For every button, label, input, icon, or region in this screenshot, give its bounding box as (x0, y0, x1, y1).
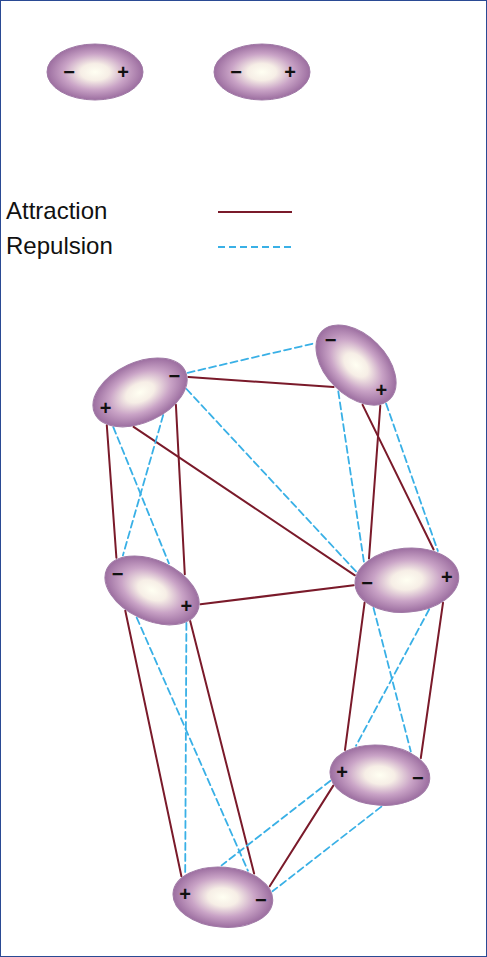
charge-sign: + (376, 380, 388, 400)
repulsion-line (273, 807, 382, 892)
attraction-line (176, 405, 185, 574)
repulsion-sample-line (218, 246, 292, 248)
attraction-line (125, 611, 181, 877)
molecule-ellipse (328, 742, 433, 808)
molecule-ellipse (171, 864, 276, 930)
charge-sign: + (100, 398, 112, 418)
charge-sign: − (230, 62, 242, 82)
charge-sign: − (112, 564, 124, 584)
legend-label: Attraction (6, 198, 107, 224)
charge-sign: + (441, 567, 453, 587)
attraction-line (369, 406, 380, 559)
charge-sign: − (63, 62, 75, 82)
dipole-molecule: −+ (313, 322, 399, 408)
molecule-outline (44, 41, 146, 103)
attraction-line (201, 585, 354, 604)
repulsion-line (185, 623, 186, 874)
repulsion-line (356, 609, 429, 745)
charge-sign: + (284, 62, 296, 82)
charge-sign: + (179, 884, 191, 904)
attraction-line (270, 786, 334, 887)
dipole-molecule: +− (327, 742, 433, 808)
charge-sign: + (117, 62, 129, 82)
repulsion-line (386, 404, 438, 551)
molecule-ellipse (102, 553, 202, 628)
charge-sign: − (325, 330, 337, 350)
attraction-line (188, 377, 333, 387)
dipole-molecule: −+ (211, 41, 313, 103)
charge-sign: − (169, 366, 181, 386)
repulsion-line (188, 343, 315, 373)
repulsion-line (338, 392, 364, 563)
attraction-line (107, 425, 117, 557)
charge-sign: + (181, 596, 193, 616)
charge-sign: − (361, 573, 373, 593)
dipole-molecule: −+ (352, 545, 462, 615)
attraction-line (134, 427, 355, 575)
attraction-line (421, 603, 443, 758)
attraction-line (345, 603, 365, 750)
attraction-line (190, 621, 254, 874)
repulsion-line (137, 618, 248, 871)
repulsion-line (187, 389, 357, 572)
charge-sign: − (412, 768, 424, 788)
molecule-ellipse (313, 322, 399, 408)
molecule-outline (211, 41, 313, 103)
attraction-sample-line (218, 211, 292, 213)
attraction-line (363, 405, 434, 550)
dipole-molecule: +− (170, 864, 276, 930)
dipole-molecule: +− (90, 355, 190, 430)
molecule-ellipse (47, 44, 143, 100)
molecule-ellipse (90, 355, 190, 430)
repulsion-line (222, 781, 331, 866)
charge-sign: + (336, 762, 348, 782)
legend-label: Repulsion (6, 233, 113, 259)
charge-sign: − (255, 890, 267, 910)
molecule-ellipse (352, 545, 461, 615)
repulsion-line (113, 427, 169, 563)
molecule-ellipse (214, 44, 310, 100)
dipole-molecule: −+ (44, 41, 146, 103)
dipole-molecule: −+ (102, 553, 202, 628)
